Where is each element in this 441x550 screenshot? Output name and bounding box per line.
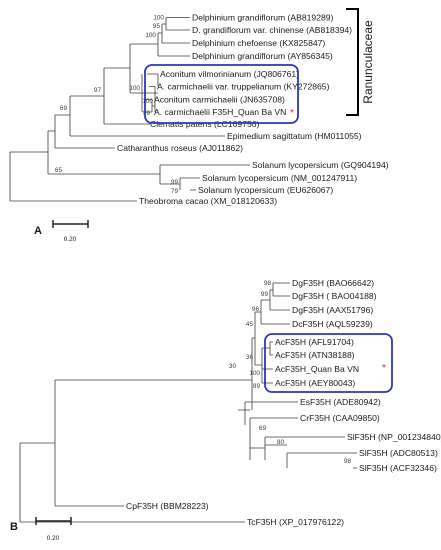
taxon-label: CpF35H (BBM28223) — [126, 501, 209, 511]
panel-b-taxa: DgF35H (BAO66642) DgF35H ( BAO04188) DgF… — [126, 278, 441, 527]
taxon-label: Solanum lycopersicum (GQ904194) — [252, 160, 389, 170]
branch — [10, 17, 250, 202]
panel-a-tree — [9, 17, 250, 202]
taxon-label: AcF35H (AFL91704) — [275, 337, 354, 347]
taxon-label: SlF35H (NP_001234840) — [347, 432, 441, 442]
panel-a-bootstraps: 100 95 100 100 100 99 97 69 65 99 79 — [55, 15, 179, 196]
taxon-label: TcF35H (XP_017976122) — [247, 517, 344, 527]
query-marker: * — [382, 363, 386, 374]
taxon-label: Aconitum vilmorinianum (JQ806761) — [160, 69, 299, 79]
aconitum-highlight-box — [144, 64, 299, 124]
bootstrap-value: 30 — [229, 363, 237, 370]
bootstrap-value: 98 — [344, 458, 352, 465]
taxon-label: DcF35H (AQL59239) — [292, 319, 373, 329]
taxon-label: DgF35H (BAO66642) — [292, 278, 374, 288]
scale-bar-label: 0.20 — [47, 535, 60, 542]
taxon-label: Aconitum carmichaelii (JN635708) — [154, 95, 285, 105]
panel-label-b: B — [10, 521, 18, 533]
bootstrap-value: 97 — [94, 87, 102, 94]
panel-a-taxa: Delphinium grandiflorum (AB819289) D. gr… — [117, 13, 389, 207]
taxon-label: AcF35H_Quan Ba VN — [275, 364, 359, 374]
bootstrap-value: 100 — [153, 15, 164, 22]
taxon-label: A. carmichaelii F35H_Quan Ba VN — [154, 107, 286, 117]
bootstrap-value: 100 — [142, 98, 153, 105]
taxon-label: A. carmichaelii var. truppelianum (KY272… — [157, 82, 330, 92]
acf35h-highlight-box — [264, 333, 393, 393]
bootstrap-value: 100 — [129, 85, 140, 92]
taxon-label: Solanum lycopersicum (NM_001247911) — [202, 173, 357, 183]
ranunculaceae-label: Ranunculaceae — [361, 20, 375, 104]
bootstrap-value: 99 — [143, 110, 151, 117]
branch — [19, 283, 353, 522]
bootstrap-value: 69 — [60, 105, 68, 112]
taxon-label: Delphinium grandiflorum (AY856345) — [192, 51, 333, 61]
ranunculaceae-bracket — [346, 8, 359, 116]
bootstrap-value: 96 — [252, 306, 260, 313]
scale-bar-label: 0.20 — [64, 236, 77, 243]
bootstrap-value: 100 — [249, 370, 260, 377]
bootstrap-value: 65 — [55, 167, 63, 174]
taxon-label: Theobroma cacao (XM_018120633) — [139, 196, 277, 206]
bootstrap-value: 79 — [171, 188, 179, 195]
taxon-label: SlF35H (ACF32346) — [359, 463, 437, 473]
taxon-label: Catharanthus roseus (AJ011862) — [117, 143, 243, 153]
taxon-label: DgF35H (AAX51796) — [292, 305, 373, 315]
query-marker: * — [290, 108, 294, 119]
taxon-label: SlF35H (ADC80513) — [359, 448, 438, 458]
taxon-label: CrF35H (CAA09850) — [300, 413, 380, 423]
branch — [9, 17, 190, 201]
taxon-label: AcF35H (AEY80043) — [275, 378, 355, 388]
bootstrap-value: 99 — [261, 291, 269, 298]
bootstrap-value: 95 — [153, 23, 161, 30]
taxon-label: Delphinium grandiflorum (AB819289) — [192, 13, 334, 23]
bootstrap-value: 69 — [259, 425, 267, 432]
panel-b-bootstraps: 98 99 96 45 36 100 89 30 69 80 98 — [229, 280, 352, 465]
bootstrap-value: 89 — [253, 383, 261, 390]
panel-b-tree — [19, 282, 357, 523]
panel-label-a: A — [34, 225, 42, 237]
bootstrap-value: 100 — [145, 32, 156, 39]
bootstrap-value: 45 — [246, 321, 254, 328]
branch — [20, 282, 357, 523]
bootstrap-value: 36 — [246, 354, 254, 361]
taxon-label: Clematis patens (LC169756) — [150, 119, 260, 129]
bootstrap-value: 98 — [264, 280, 272, 287]
taxon-label: AcF35H (ATN38188) — [275, 350, 355, 360]
taxon-label: EsF35H (ADE80942) — [300, 397, 381, 407]
taxon-label: DgF35H ( BAO04188) — [292, 291, 377, 301]
bootstrap-value: 99 — [171, 179, 179, 186]
bootstrap-value: 80 — [277, 439, 285, 446]
taxon-label: Solanum lycopersicum (EU626067) — [198, 185, 333, 195]
taxon-label: Epimedium sagittatum (HM011055) — [227, 131, 362, 141]
taxon-label: Delphinium chefoense (KX825847) — [192, 38, 325, 48]
taxon-label: D. grandiflorum var. chinense (AB818394) — [192, 25, 352, 35]
